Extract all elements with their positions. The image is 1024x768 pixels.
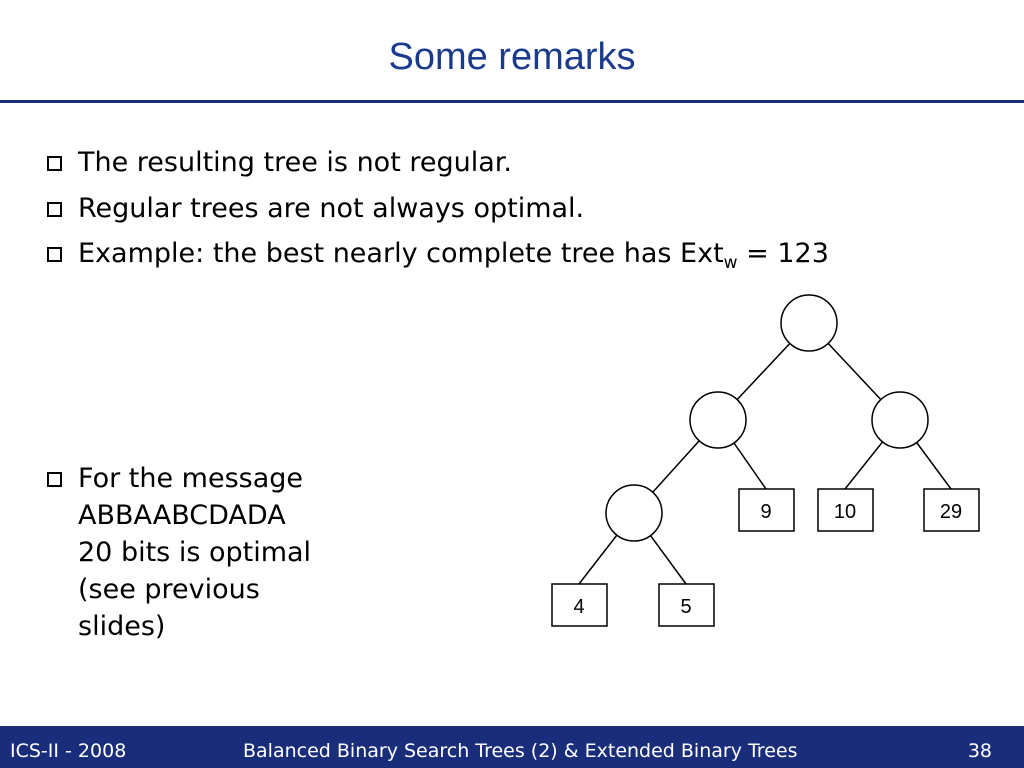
bullet-line: ABBAABCDADA <box>78 500 286 531</box>
bullet-text: The resulting tree is not regular. <box>78 147 512 178</box>
leaf-weight: 5 <box>680 596 691 618</box>
leaf-node-box <box>551 583 608 627</box>
bullet-text-multiline: For the message ABBAABCDADA 20 bits is o… <box>78 460 311 645</box>
bullet-line: 20 bits is optimal <box>78 537 312 568</box>
slide-footer: ICS-II - 2008 Balanced Binary Search Tre… <box>0 726 1024 768</box>
bullet-line: For the message <box>78 463 304 494</box>
bullet-text-main: Example: the best nearly complete tree h… <box>78 238 724 269</box>
checkbox-bullet-icon <box>47 247 62 262</box>
subscript-w: w <box>723 253 738 273</box>
footer-topic: Balanced Binary Search Trees (2) & Exten… <box>243 740 798 762</box>
internal-node <box>689 391 747 449</box>
leaf-weight: 10 <box>834 501 856 523</box>
checkbox-bullet-icon <box>47 156 62 171</box>
leaf-node-box <box>738 488 795 532</box>
bullet-item: Regular trees are not always optimal. <box>47 190 584 227</box>
leaf-weight: 4 <box>573 596 584 618</box>
internal-node <box>871 391 929 449</box>
bullet-line: (see previous <box>78 574 260 605</box>
bullet-item: The resulting tree is not regular. <box>47 144 512 181</box>
footer-course: ICS-II - 2008 <box>10 740 127 762</box>
leaf-node-box <box>658 583 715 627</box>
bullet-line: slides) <box>78 611 166 642</box>
internal-node <box>605 484 663 542</box>
bullet-item: For the message ABBAABCDADA 20 bits is o… <box>47 460 311 645</box>
bullet-text-value: = 123 <box>737 238 829 269</box>
bullet-text: Example: the best nearly complete tree h… <box>78 235 829 272</box>
slide-title: Some remarks <box>388 36 636 78</box>
bullet-text: Regular trees are not always optimal. <box>78 193 585 224</box>
footer-page-number: 38 <box>967 740 992 762</box>
leaf-node-box <box>817 488 874 532</box>
checkbox-bullet-icon <box>47 202 62 217</box>
internal-node <box>780 294 838 352</box>
title-divider <box>0 100 1024 103</box>
checkbox-bullet-icon <box>47 472 62 487</box>
leaf-weight: 9 <box>760 501 771 523</box>
bullet-item: Example: the best nearly complete tree h… <box>47 235 829 272</box>
leaf-node-box <box>923 488 980 532</box>
leaf-weight: 29 <box>940 501 962 523</box>
